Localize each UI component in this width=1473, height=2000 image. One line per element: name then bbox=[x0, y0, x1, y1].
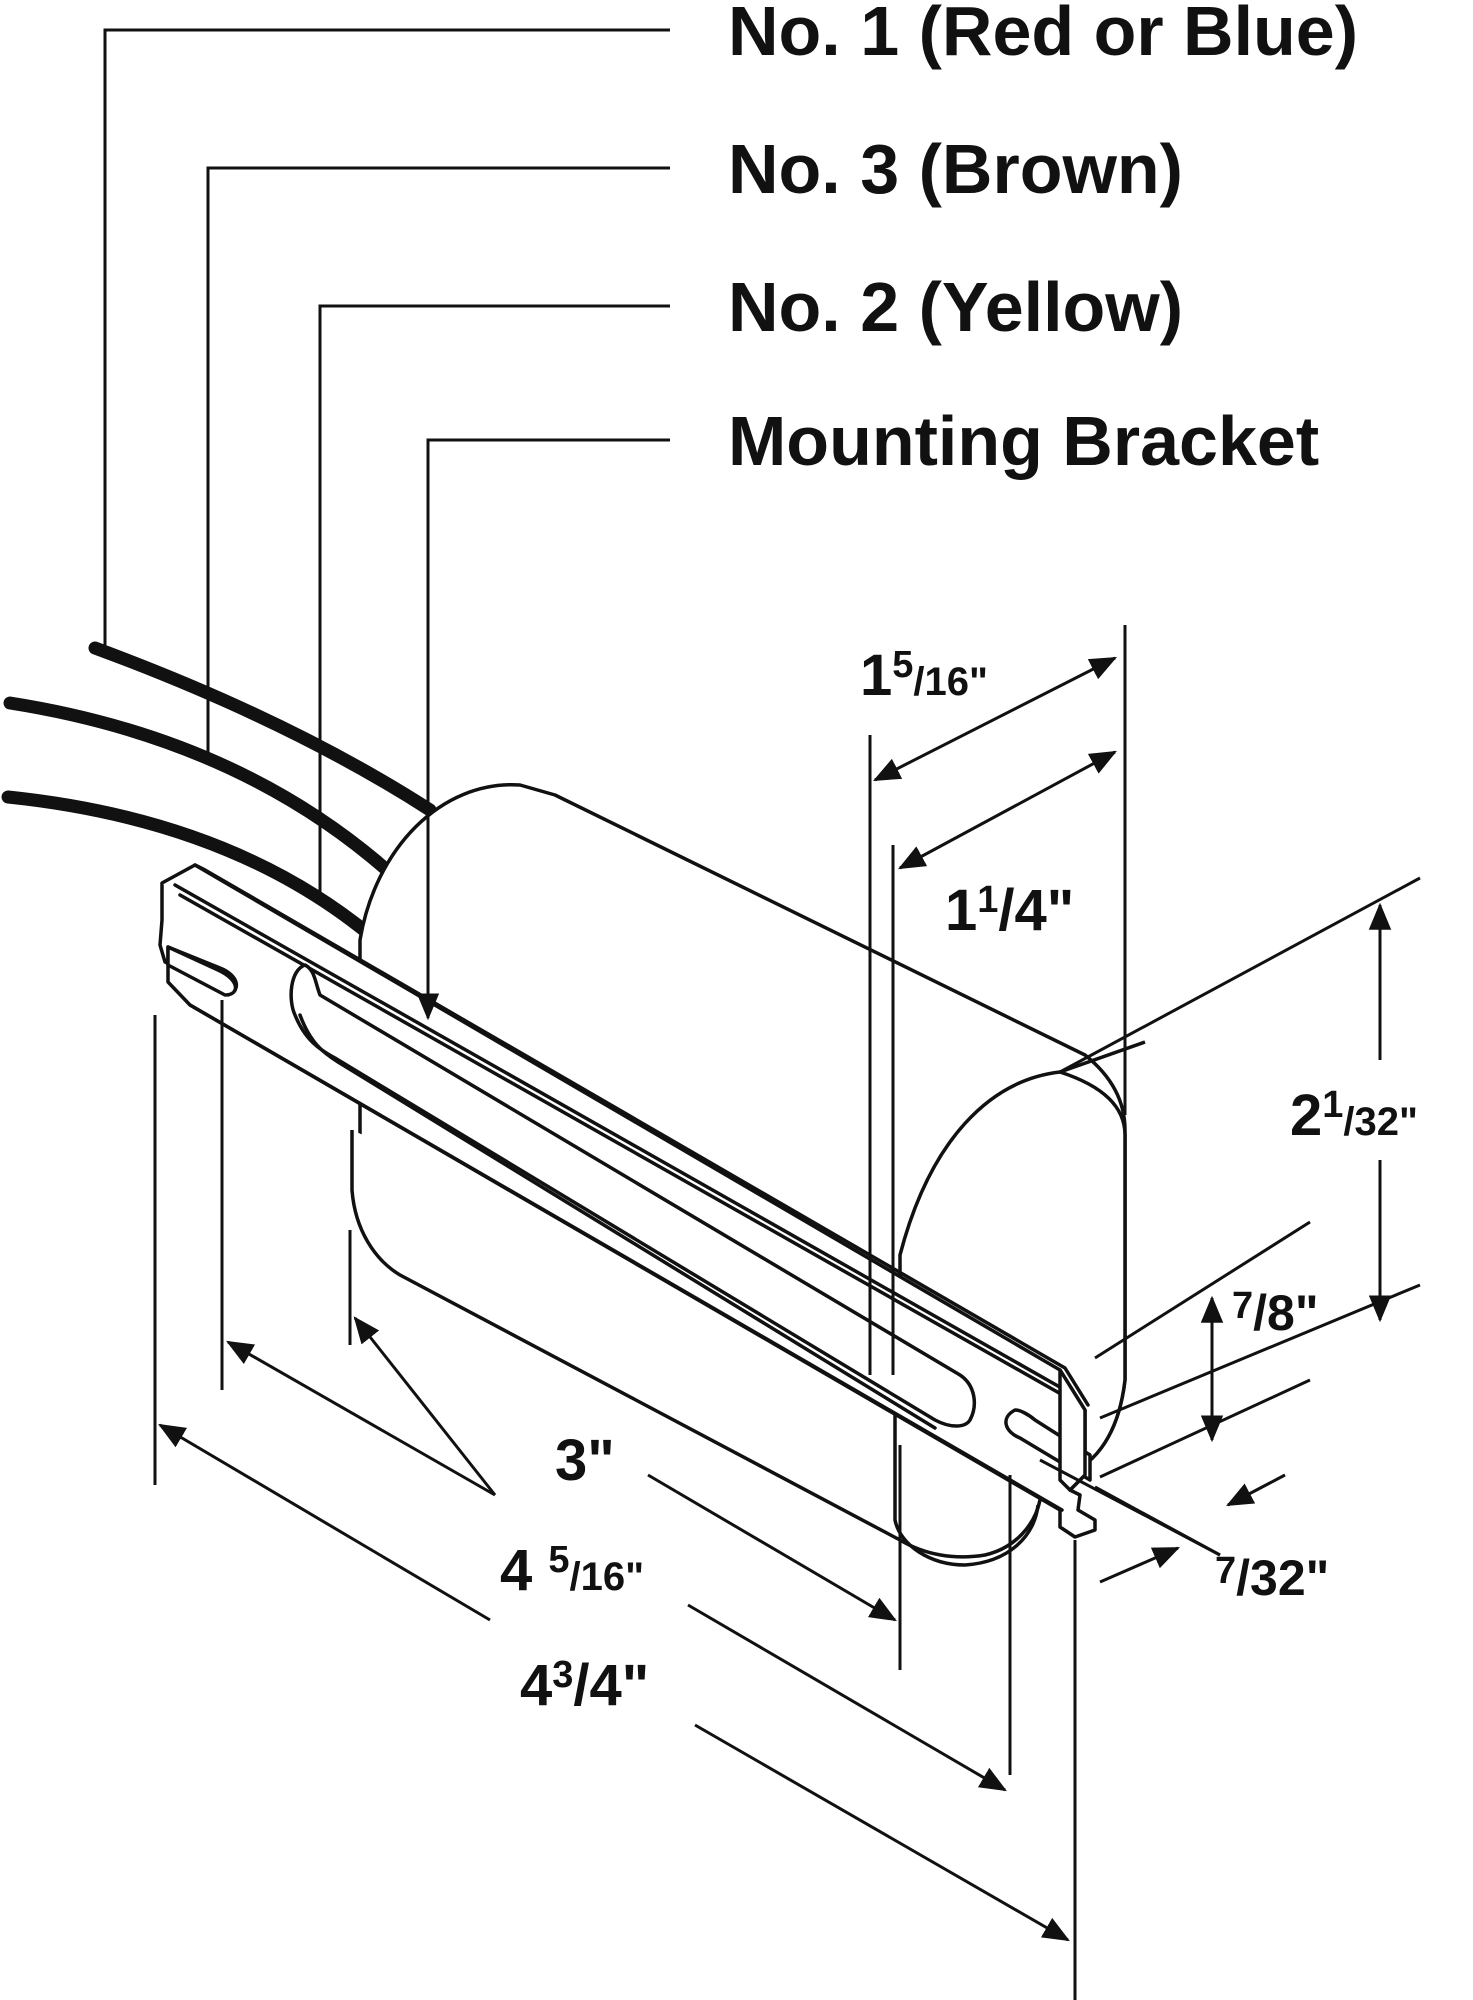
lid-edge-line bbox=[1059, 1040, 1146, 1074]
bracket-left-slot bbox=[166, 945, 238, 997]
leader-wire-3 bbox=[206, 166, 670, 760]
bracket-top-edge bbox=[193, 863, 1090, 1407]
dim-1-5-16: 15/16" bbox=[860, 643, 988, 708]
callout-wire-1: No. 1 (Red or Blue) bbox=[728, 0, 1358, 70]
callout-wire-2: No. 2 (Yellow) bbox=[728, 268, 1183, 346]
dim-line-3-right bbox=[647, 1473, 897, 1622]
mounting-bracket bbox=[158, 863, 1097, 1539]
dim-7-8: 7/8" bbox=[1232, 1285, 1319, 1341]
callout-wire-3: No. 3 (Brown) bbox=[728, 130, 1183, 208]
wire-bundle bbox=[1, 641, 437, 942]
dim-4-5-16: 4 5/16" bbox=[500, 1538, 644, 1603]
dim-line-4-3-4-left bbox=[158, 1423, 491, 1622]
leader-wire-1 bbox=[103, 28, 670, 648]
dim-7-32: 7/32" bbox=[1215, 1550, 1329, 1606]
callout-leaders bbox=[103, 28, 670, 1021]
dim-4-3-4: 43/4" bbox=[520, 1653, 649, 1718]
bracket-front-edge bbox=[188, 1003, 1064, 1512]
dim-line-4-5-16-left bbox=[226, 1340, 496, 1497]
dim-line-4-3-4-right bbox=[694, 1723, 1070, 1942]
leader-wire-2 bbox=[318, 304, 670, 905]
wire-no-3 bbox=[3, 696, 405, 887]
dimension-arrows bbox=[158, 656, 1392, 1942]
wire-no-2 bbox=[1, 790, 377, 942]
dim-line-7-32-top bbox=[1226, 1473, 1286, 1507]
dim-line-1-1-4 bbox=[898, 750, 1117, 870]
capacitor-lower-end bbox=[893, 1415, 1040, 1567]
bracket-upper-lip bbox=[173, 883, 1067, 1392]
dim-line-7-32-bottom bbox=[1099, 1546, 1181, 1584]
bracket-slot-inner bbox=[298, 1013, 937, 1430]
dim-1-1-4: 11/4" bbox=[945, 878, 1074, 943]
bracket-long-slot bbox=[289, 963, 977, 1428]
callout-mounting-bracket: Mounting Bracket bbox=[728, 402, 1319, 480]
bracket-tab-right bbox=[1058, 1368, 1087, 1492]
dim-line-4-5-16-right bbox=[687, 1603, 1007, 1792]
callout-labels: No. 1 (Red or Blue) No. 3 (Brown) No. 2 … bbox=[728, 0, 1358, 480]
dim-2-1-32: 21/32" bbox=[1290, 1083, 1418, 1148]
dim-3: 3" bbox=[555, 1428, 615, 1493]
dim-line-3-left bbox=[353, 1316, 497, 1496]
bracket-mid-lip bbox=[178, 893, 1070, 1400]
leader-bracket bbox=[416, 438, 670, 1021]
wire-no-1 bbox=[88, 641, 437, 817]
dimension-labels: 15/16" 11/4" 21/32" 7/8" 7/32" 3" 4 5/16… bbox=[500, 643, 1418, 1718]
capacitor-bottom-lobe bbox=[350, 1130, 1042, 1559]
